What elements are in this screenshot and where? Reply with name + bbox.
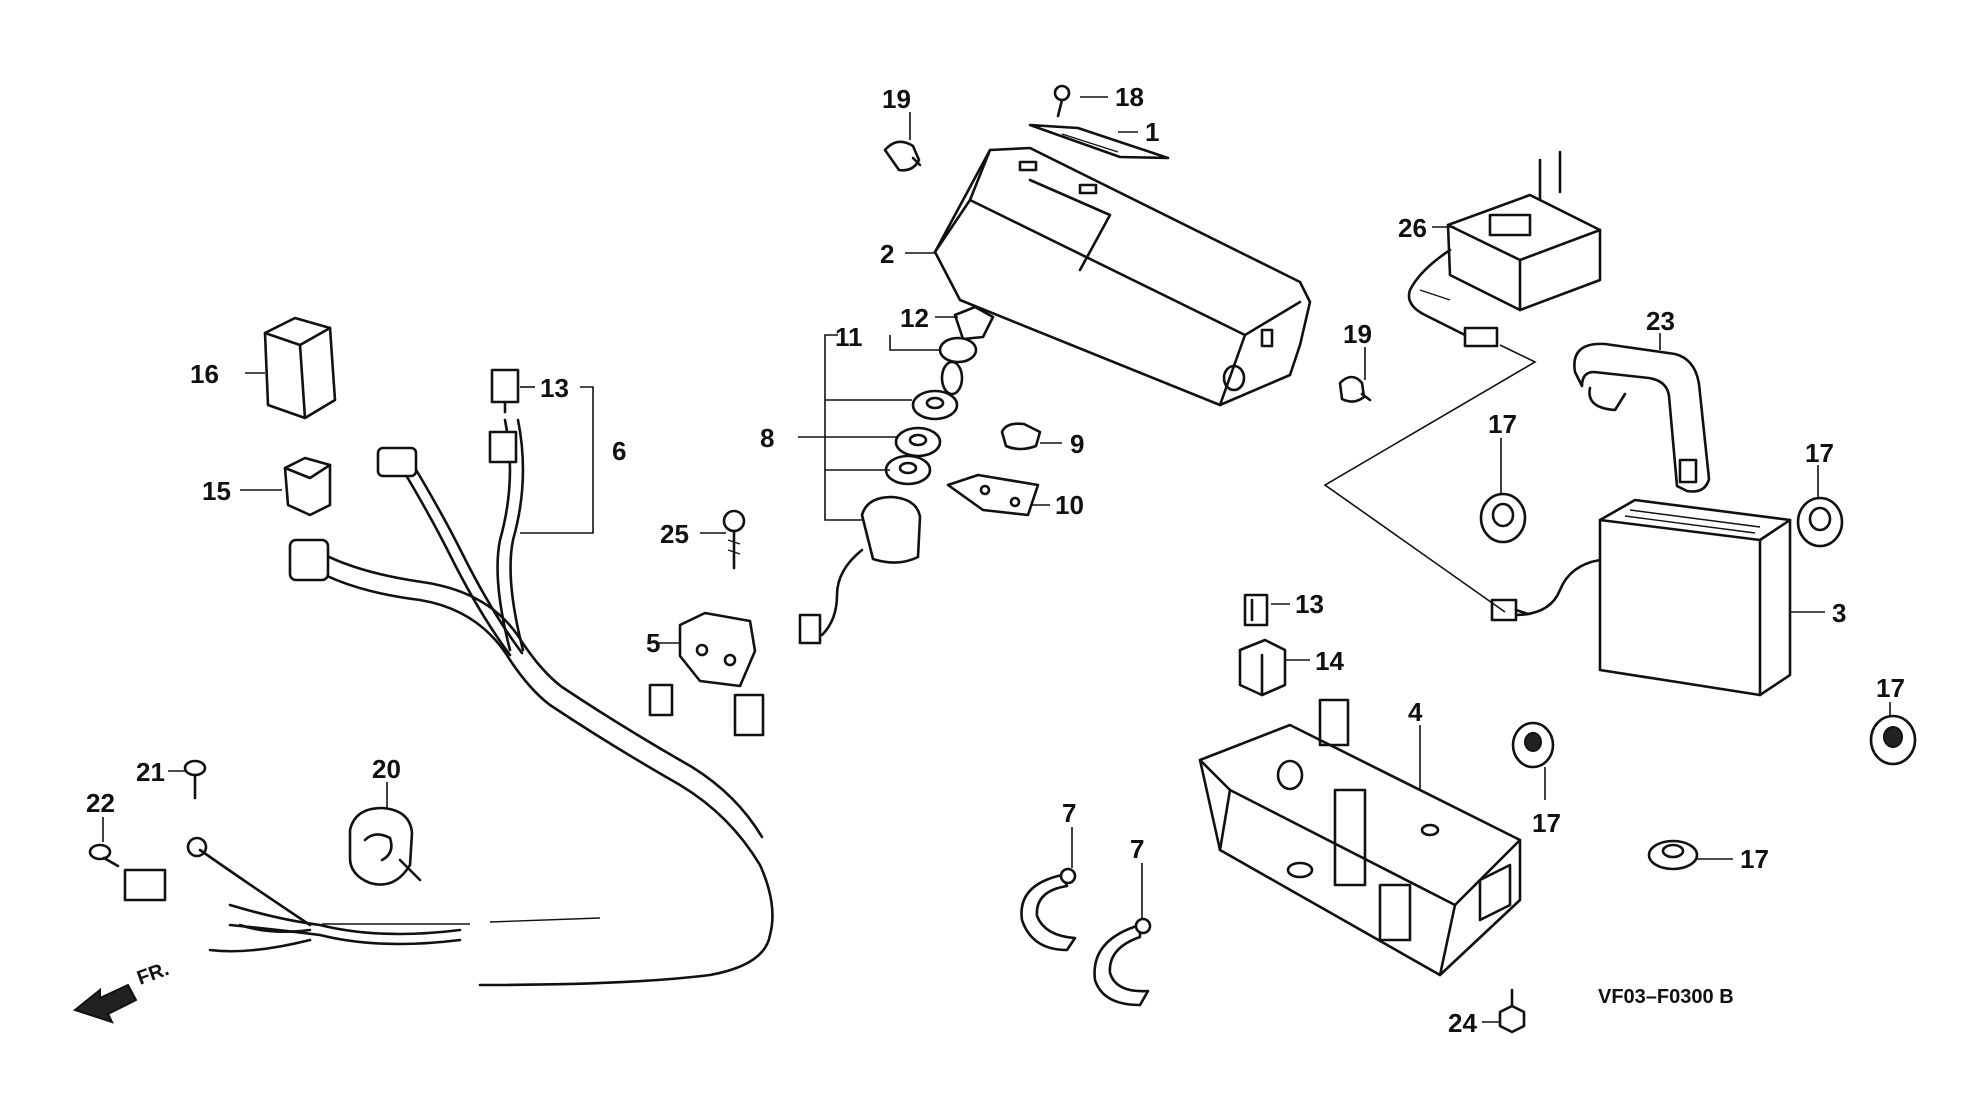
- callout-16: 16: [190, 359, 219, 389]
- callout-3: 3: [1832, 598, 1846, 628]
- drawing-code: VF03–F0300 B: [1598, 986, 1734, 1008]
- callout-14: 14: [1315, 646, 1344, 676]
- part-19-grommet-right: [1338, 375, 1372, 403]
- part-24-bolt: [1498, 988, 1526, 1034]
- callout-11: 11: [835, 322, 863, 352]
- part-21-screw: [183, 759, 207, 800]
- part-12-key: [953, 305, 995, 341]
- part-17-damper-a: [1479, 492, 1527, 544]
- part-20-clamp: [348, 806, 422, 886]
- part-26-charger: [1407, 150, 1602, 348]
- part-6-wire-harness: [123, 418, 774, 987]
- callout-12: 12: [900, 303, 929, 333]
- callout-13-left: 13: [540, 373, 569, 403]
- part-7-clamp-b: [1093, 917, 1152, 1007]
- front-direction-label: FR.: [134, 958, 172, 990]
- callout-4: 4: [1408, 697, 1423, 727]
- part-17-damper-e: [1647, 839, 1699, 871]
- part-7-clamp-a: [1020, 867, 1077, 952]
- part-17-damper-b: [1796, 496, 1844, 548]
- callout-22: 22: [86, 788, 115, 818]
- callout-17e: 17: [1740, 844, 1769, 874]
- callout-7b: 7: [1130, 834, 1144, 864]
- callout-25: 25: [660, 519, 689, 549]
- part-4-tray: [1198, 698, 1522, 977]
- charger-battery-link: [1323, 344, 1537, 613]
- callout-17d: 17: [1532, 808, 1561, 838]
- callout-labels: 1 2 3 4 5 6 7 7 8 9 10 11 12 13 13 14 15…: [86, 82, 1905, 1038]
- part-9-grommet: [1000, 422, 1042, 451]
- part-25-bolt: [722, 509, 746, 570]
- callout-17b: 17: [1805, 438, 1834, 468]
- callout-10: 10: [1055, 490, 1084, 520]
- callout-8: 8: [760, 423, 774, 453]
- callout-23: 23: [1646, 306, 1675, 336]
- callout-21: 21: [136, 757, 165, 787]
- callout-18: 18: [1115, 82, 1144, 112]
- part-10-bracket: [946, 473, 1040, 517]
- callout-5: 5: [646, 628, 660, 658]
- part-11-key-ring: [938, 336, 978, 396]
- callout-15: 15: [202, 476, 231, 506]
- part-17-damper-d: [1511, 721, 1555, 769]
- part-5-holder: [678, 611, 757, 688]
- callout-20: 20: [372, 754, 401, 784]
- part-22-screw: [88, 843, 120, 868]
- callout-19-left: 19: [882, 84, 911, 114]
- callout-26: 26: [1398, 213, 1427, 243]
- part-17-damper-c: [1869, 714, 1917, 766]
- callout-1: 1: [1145, 117, 1159, 147]
- leader-lines: [102, 96, 1891, 1023]
- front-direction-arrow: FR.: [72, 958, 172, 1024]
- part-3-battery: [1490, 498, 1792, 697]
- callout-17a: 17: [1488, 409, 1517, 439]
- part-15-relay: [283, 456, 332, 517]
- part-19-grommet-left: [883, 140, 922, 172]
- callout-7a: 7: [1062, 798, 1076, 828]
- part-23-strap: [1573, 342, 1711, 493]
- part-1-plate: [1028, 123, 1170, 160]
- callout-13-right: 13: [1295, 589, 1324, 619]
- part-14-fuse-box: [1238, 638, 1287, 697]
- part-16-relay-cover: [263, 316, 337, 420]
- callout-24: 24: [1448, 1008, 1477, 1038]
- callout-9: 9: [1070, 429, 1084, 459]
- callout-6: 6: [612, 436, 626, 466]
- part-13-fuse-left: [490, 368, 520, 414]
- callout-19-right: 19: [1343, 319, 1372, 349]
- part-2-cover: [933, 146, 1312, 407]
- part-8-switch: [798, 389, 959, 645]
- part-18-screw: [1053, 84, 1071, 118]
- callout-17c: 17: [1876, 673, 1905, 703]
- part-13-fuse-right: [1243, 593, 1269, 627]
- callout-2: 2: [880, 239, 894, 269]
